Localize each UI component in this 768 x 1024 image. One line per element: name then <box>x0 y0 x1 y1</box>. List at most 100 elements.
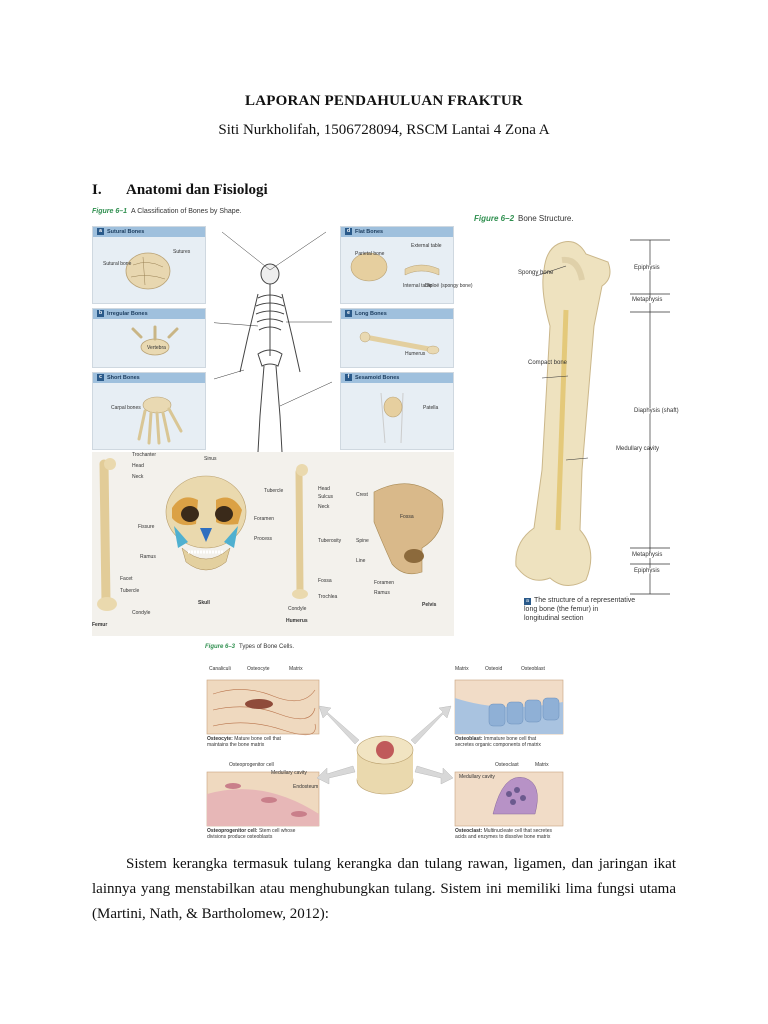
label-osteoclast-matrix: Matrix <box>535 762 549 768</box>
humerus-horizontal-illustration <box>359 331 440 355</box>
osteoprogenitor-desc-1: Stem cell whose <box>258 828 296 834</box>
label-osteoprogenitor-cell: Osteoprogenitor cell <box>229 762 274 768</box>
figure-caption-text: A Classification of Bones by Shape. <box>131 208 242 215</box>
label-pelvis-foramen: Foramen <box>374 580 395 586</box>
panel-tag: a <box>97 228 104 236</box>
label-metaphysis-top: Metaphysis <box>632 297 663 303</box>
label-foramen: Foramen <box>254 516 275 522</box>
label-endosteum: Endosteum <box>293 784 319 790</box>
label-fossa: Fossa <box>318 578 332 584</box>
panel-tag: f <box>345 374 352 382</box>
figure-caption-text: Types of Bone Cells. <box>239 644 295 650</box>
osteocyte-desc-1: Mature bone cell that <box>234 736 281 742</box>
label-parietal-bone: Parietal bone <box>355 251 385 257</box>
osteocyte-name: Osteocyte: <box>207 736 233 742</box>
label-humerus: Humerus <box>405 351 426 357</box>
label-skull: Skull <box>198 600 210 606</box>
label-humerus-bottom: Humerus <box>286 618 308 624</box>
label-osteocyte: Osteocyte <box>247 666 270 672</box>
figure-number: Figure 6–1 <box>92 208 128 215</box>
label-osteoblast: Osteoblast <box>521 666 545 672</box>
label-head: Head <box>132 463 144 469</box>
subcaption-line-3: longitudinal section <box>524 615 584 622</box>
label-compact-bone: Compact bone <box>528 360 568 366</box>
label-vertebra: Vertebra <box>147 345 166 351</box>
label-tubercle: Tubercle <box>120 588 140 594</box>
label-fissure: Fissure <box>138 524 155 530</box>
label-diploe: Diploë (spongy bone) <box>425 283 473 289</box>
figure-caption-text: Bone Structure. <box>518 214 574 223</box>
page-title: LAPORAN PENDAHULUAN FRAKTUR <box>245 93 523 109</box>
patella-illustration <box>380 392 404 444</box>
label-osteocyte-matrix: Matrix <box>289 666 303 672</box>
parietal-bone-illustration <box>350 252 440 282</box>
hand-bones-illustration <box>137 396 183 445</box>
label-medullary-cavity: Medullary cavity <box>616 446 660 452</box>
label-trochanter: Trochanter <box>132 452 156 458</box>
label-trochlea: Trochlea <box>318 594 338 600</box>
panel-tag: b <box>97 310 104 318</box>
label-humerus-tubercle: Tubercle <box>264 488 284 494</box>
osteocyte-desc-2: maintains the bone matrix <box>207 742 265 748</box>
osteoclast-name: Osteoclast: <box>455 828 483 834</box>
label-carpal-bones: Carpal bones <box>111 405 141 411</box>
label-epiphysis-bottom: Epiphysis <box>634 568 660 574</box>
label-osteoblast-matrix: Matrix <box>455 666 469 672</box>
section-number: I. <box>92 182 102 198</box>
label-crest: Crest <box>356 492 368 498</box>
bone-markings-illustration <box>97 458 444 611</box>
label-tuberosity: Tuberosity <box>318 538 342 544</box>
label-epiphysis-top: Epiphysis <box>634 265 660 271</box>
label-neck: Neck <box>132 474 144 480</box>
body-paragraph: Sistem kerangka termasuk tulang kerangka… <box>92 852 676 927</box>
label-humerus-condyle: Condyle <box>288 606 307 612</box>
panel-tag: d <box>345 228 352 236</box>
skeleton-illustration <box>214 231 333 453</box>
label-metaphysis-bottom: Metaphysis <box>632 552 663 558</box>
panel-tag: e <box>345 310 352 318</box>
label-facet: Facet <box>120 576 133 582</box>
panel-title: Long Bones <box>355 311 387 317</box>
label-sinus: Sinus <box>204 456 217 462</box>
label-internal-table: Internal table <box>403 283 432 289</box>
paragraph-text: Sistem kerangka termasuk tulang kerangka… <box>92 856 676 922</box>
panel-title: Flat Bones <box>355 229 384 235</box>
osteoblast-desc-2: secretes organic components of matrix <box>455 742 541 748</box>
sutural-skull-illustration <box>125 252 171 290</box>
osteoclast-desc-1: Multinucleate cell that secretes <box>483 828 552 834</box>
figure-number: Figure 6–3 <box>205 644 236 650</box>
label-diaphysis: Diaphysis (shaft) <box>634 408 679 414</box>
label-osteoclast-medullary: Medullary cavity <box>459 774 495 780</box>
bone-markings-strip: Trochanter Head Neck Facet Tubercle Cond… <box>92 452 454 636</box>
label-spongy-bone: Spongy bone <box>518 270 554 276</box>
osteoblast-name: Osteoblast: <box>455 736 483 742</box>
label-condyle: Condyle <box>132 610 151 616</box>
label-spine: Spine <box>356 538 369 544</box>
label-patella: Patella <box>423 405 439 411</box>
label-sulcus: Sulcus <box>318 494 334 500</box>
label-pelvis-ramus: Ramus <box>374 590 390 596</box>
panel-title: Short Bones <box>107 375 140 381</box>
author-line: Siti Nurkholifah, 1506728094, RSCM Lanta… <box>218 122 550 138</box>
label-line: Line <box>356 558 366 564</box>
figure-number: Figure 6–2 <box>474 214 515 223</box>
section-title: Anatomi dan Fisiologi <box>126 182 268 198</box>
panel-title: Irregular Bones <box>107 311 148 317</box>
label-humerus-neck: Neck <box>318 504 330 510</box>
label-pelvis-fossa: Fossa <box>400 514 414 520</box>
osteoprogenitor-desc-2: divisions produce osteoblasts <box>207 834 273 840</box>
